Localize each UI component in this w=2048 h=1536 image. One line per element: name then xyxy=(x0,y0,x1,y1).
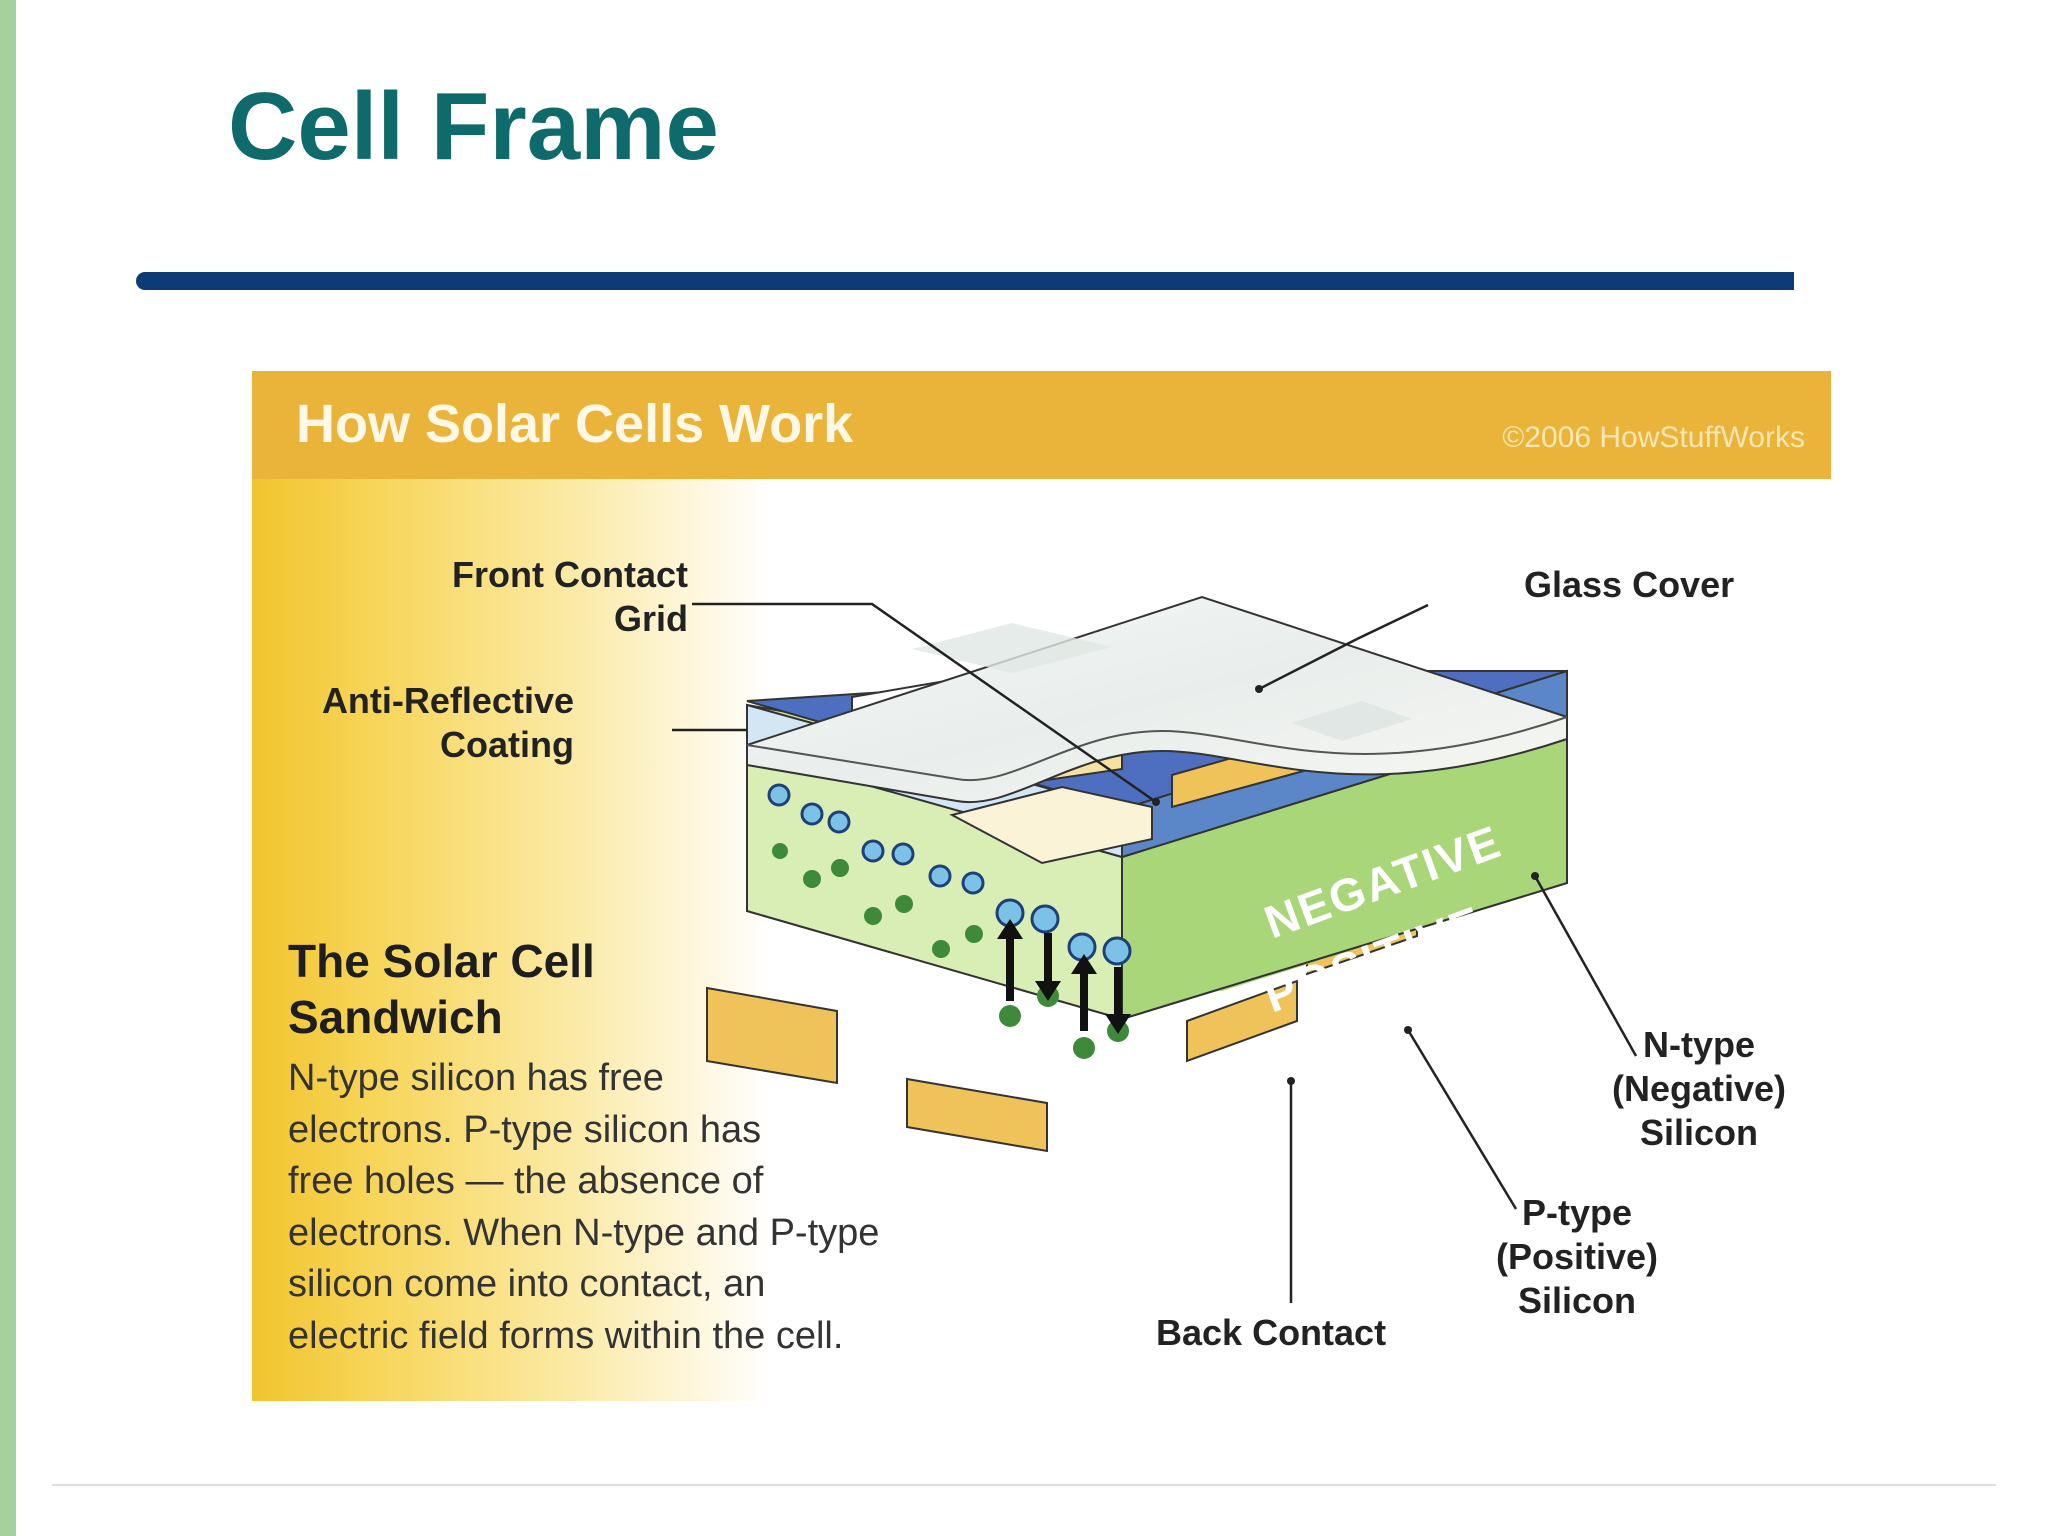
solar-cell-figure: How Solar Cells Work ©2006 HowStuffWorks xyxy=(252,371,1831,1401)
leader-dots xyxy=(1152,685,1539,1085)
left-accent-bar xyxy=(0,0,16,1536)
sandwich-title: The Solar Cell Sandwich xyxy=(288,935,595,1043)
sandwich-description: N-type silicon has free electrons. P-typ… xyxy=(288,1057,880,1357)
solar-cell-diagram: NEGATIVE POSITIVE xyxy=(672,595,1638,1303)
electric-field-arrows xyxy=(997,919,1131,1034)
figure-title: How Solar Cells Work xyxy=(296,394,854,454)
n-type-silicon-label: N-type (Negative) Silicon xyxy=(1611,1024,1787,1153)
figure-header: How Solar Cells Work ©2006 HowStuffWorks xyxy=(252,371,1831,479)
p-type-silicon-label: P-type (Positive) Silicon xyxy=(1495,1192,1659,1321)
slide-title: Cell Frame xyxy=(228,73,719,180)
glass-cover-sheet xyxy=(746,595,1568,804)
free-electrons xyxy=(767,783,1132,966)
front-contact-grid-label: Front Contact Grid xyxy=(452,554,688,639)
footer-divider xyxy=(52,1484,1996,1486)
glass-cover-label: Glass Cover xyxy=(1524,564,1735,605)
anti-reflective-coating-label: Anti-Reflective Coating xyxy=(321,680,574,765)
back-contact-label: Back Contact xyxy=(1156,1312,1387,1353)
title-underline xyxy=(136,272,1794,290)
figure-copyright: ©2006 HowStuffWorks xyxy=(1502,421,1805,454)
label-leader-lines xyxy=(672,602,1638,1303)
